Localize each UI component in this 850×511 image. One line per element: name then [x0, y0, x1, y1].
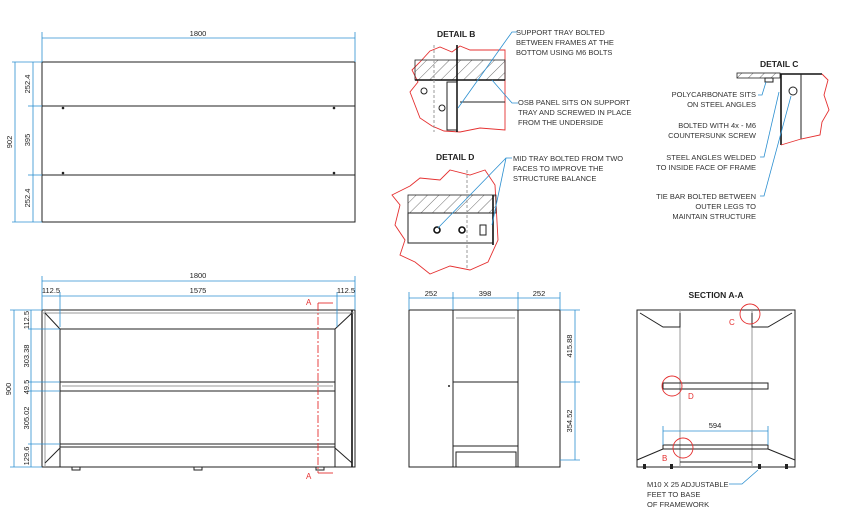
detail-c-note: MAINTAIN STRUCTURE [672, 212, 756, 221]
feet-note: FEET TO BASE [647, 490, 700, 499]
detail-d-note: MID TRAY BOLTED FROM TWO [513, 154, 623, 163]
detail-c-note: TIE BAR BOLTED BETWEEN [656, 192, 756, 201]
front-vert-dim: 129.6 [22, 447, 31, 466]
top-seg-dim: 395 [23, 134, 32, 147]
detail-c-note: TO INSIDE FACE OF FRAME [656, 163, 756, 172]
detail-c-title: DETAIL C [760, 59, 798, 69]
detail-marker-d: D [688, 392, 694, 401]
section-marker: A [306, 472, 312, 481]
detail-b-note: OSB PANEL SITS ON SUPPORT [518, 98, 630, 107]
side-width-dim: 252 [425, 289, 438, 298]
front-height-dim: 900 [4, 383, 13, 396]
front-vert-dim: 112.5 [22, 311, 31, 329]
detail-b-note: FROM THE UNDERSIDE [518, 118, 603, 127]
side-height-dim: 354.52 [565, 410, 574, 433]
side-width-dim: 398 [479, 289, 492, 298]
side-height-dim: 415.88 [565, 335, 574, 358]
detail-b-note: BOTTOM USING M6 BOLTS [516, 48, 612, 57]
detail-b-note: BETWEEN FRAMES AT THE [516, 38, 614, 47]
top-seg-dim: 252.4 [23, 75, 32, 94]
front-vert-dim: 49.5 [22, 380, 31, 395]
detail-c-note: COUNTERSUNK SCREW [668, 131, 757, 140]
front-sub-dim: 112.5 [42, 286, 60, 295]
side-view: 252 398 252 415.88 354.52 [408, 289, 580, 468]
feet-note: OF FRAMEWORK [647, 500, 709, 509]
inner-width-dim: 594 [709, 421, 722, 430]
detail-c-note: POLYCARBONATE SITS [672, 90, 756, 99]
detail-b-note: TRAY AND SCREWED IN PLACE [518, 108, 632, 117]
side-width-dim: 252 [533, 289, 546, 298]
front-view: 1800 112.5 1575 112.5 900 112.5 303.38 4… [4, 271, 356, 481]
top-height-dim: 902 [5, 136, 14, 149]
detail-c-note: BOLTED WITH 4x - M6 [678, 121, 756, 130]
detail-c-note: STEEL ANGLES WELDED [666, 153, 756, 162]
detail-d: DETAIL D MID TRAY BOLTED FROM TWO FACES … [391, 152, 623, 275]
section-marker: A [306, 298, 312, 307]
detail-b-title: DETAIL B [437, 29, 475, 39]
detail-marker-b: B [662, 454, 667, 463]
detail-c-note: OUTER LEGS TO [695, 202, 756, 211]
feet-note: M10 X 25 ADJUSTABLE [647, 480, 729, 489]
detail-d-title: DETAIL D [436, 152, 474, 162]
front-sub-dim: 112.5 [337, 286, 355, 295]
detail-d-note: STRUCTURE BALANCE [513, 174, 596, 183]
detail-c-note: ON STEEL ANGLES [687, 100, 756, 109]
top-seg-dim: 252.4 [23, 189, 32, 208]
detail-b: DETAIL B SUPPORT TRAY BOLTED BETWEEN FRA… [409, 28, 632, 133]
detail-c: DETAIL C POLYCARBONATE SITS ON STEEL ANG… [656, 59, 830, 221]
top-view: 1800 902 252.4 395 252.4 [5, 29, 356, 223]
section-title: SECTION A-A [689, 290, 744, 300]
front-sub-dim: 1575 [190, 286, 207, 295]
front-vert-dim: 305.02 [22, 407, 31, 430]
detail-marker-c: C [729, 318, 735, 327]
front-width-dim: 1800 [190, 271, 207, 280]
detail-d-note: FACES TO IMPROVE THE [513, 164, 603, 173]
detail-b-note: SUPPORT TRAY BOLTED [516, 28, 605, 37]
section-aa: SECTION A-A 594 C D B M10 X 25 ADJUSTABL… [636, 290, 796, 509]
front-vert-dim: 303.38 [22, 345, 31, 368]
top-width-dim: 1800 [190, 29, 207, 38]
